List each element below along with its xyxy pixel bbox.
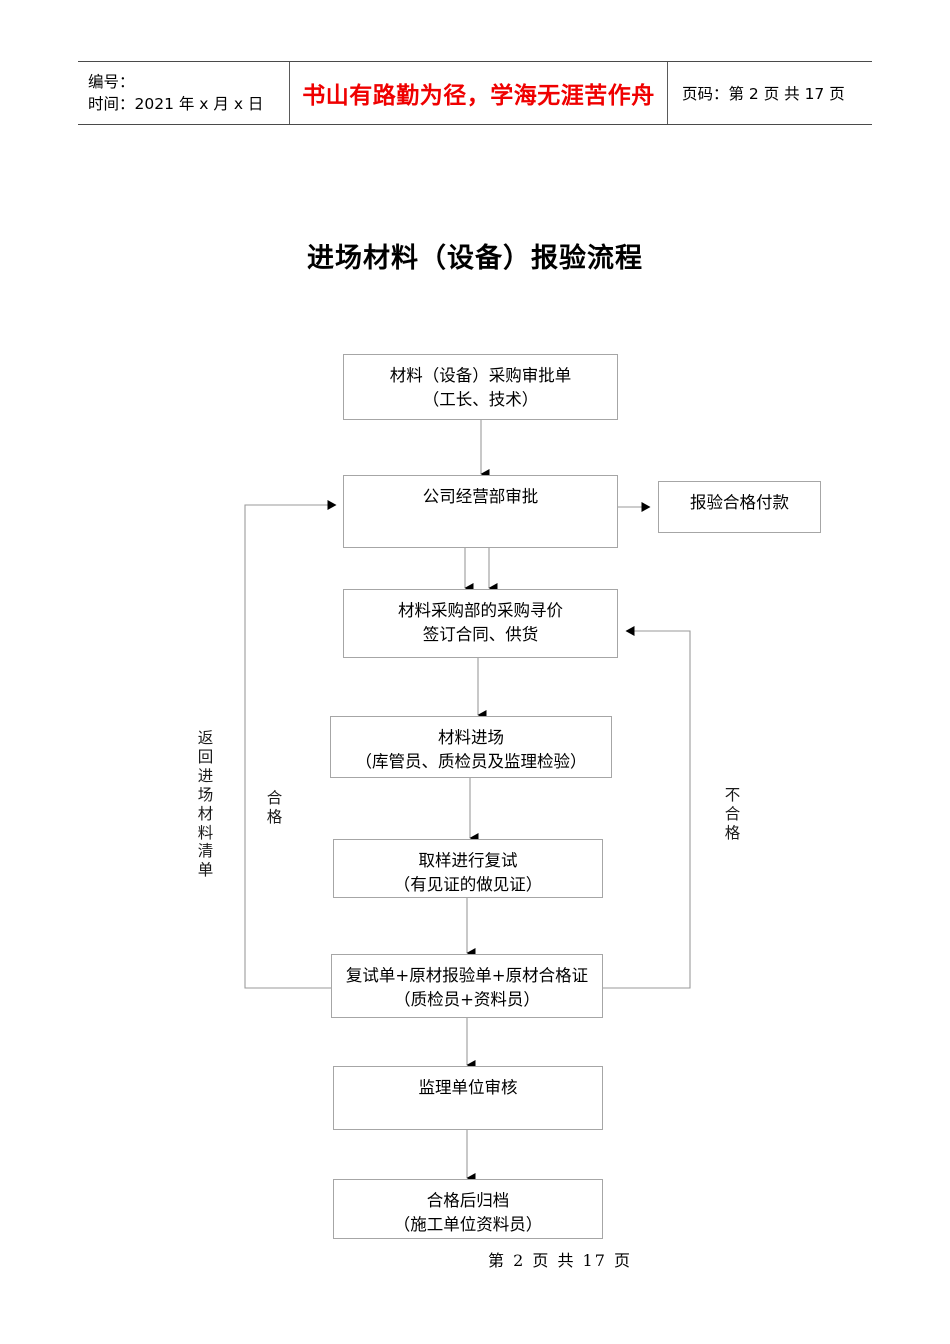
flow-node-material-purchase-approval[interactable]: 材料（设备）采购审批单 （工长、技术） — [343, 354, 618, 420]
page-title: 进场材料（设备）报验流程 — [307, 243, 643, 274]
header-page-number: 页码：第 2 页 共 17 页 — [682, 85, 845, 103]
vchar: 场 — [197, 785, 215, 804]
vchar: 回 — [197, 747, 215, 766]
vchar: 格 — [724, 823, 742, 842]
vchar: 合 — [266, 789, 284, 807]
flow-node-sampling-retest[interactable]: 取样进行复试 （有见证的做见证） — [333, 839, 603, 898]
vchar: 材 — [197, 804, 215, 823]
flow-node-company-dept-approval[interactable]: 公司经营部审批 — [343, 475, 618, 548]
header-cell-meta: 编号： 时间：2021 年 x 月 x 日 — [78, 62, 290, 124]
edge-label-unqualified: 不 合 格 — [723, 786, 743, 843]
flow-node-archive-after-pass[interactable]: 合格后归档 （施工单位资料员） — [333, 1179, 603, 1239]
vchar: 单 — [197, 861, 215, 880]
page-footer: 第 2 页 共 17 页 — [488, 1251, 632, 1270]
header-motto: 书山有路勤为径，学海无涯苦作舟 — [290, 62, 668, 124]
edge-unqualified-loop-to-n4 — [603, 626, 691, 989]
flow-node-material-arrival[interactable]: 材料进场 （库管员、质检员及监理检验） — [330, 716, 612, 778]
vchar: 不 — [724, 786, 742, 804]
vchar: 返 — [197, 729, 215, 747]
edge-label-qualified: 合 格 — [265, 789, 285, 827]
flow-node-supervision-review[interactable]: 监理单位审核 — [333, 1066, 603, 1130]
flow-node-inspection-payment[interactable]: 报验合格付款 — [658, 481, 821, 533]
flow-node-procurement-contract[interactable]: 材料采购部的采购寻价 签订合同、供货 — [343, 589, 618, 658]
vchar: 格 — [266, 807, 284, 826]
vchar: 进 — [197, 766, 215, 785]
header-number-label: 编号： — [88, 72, 135, 91]
edge-label-return-material-list: 返 回 进 场 材 料 清 单 — [196, 729, 216, 880]
header-row: 编号： 时间：2021 年 x 月 x 日 书山有路勤为径，学海无涯苦作舟 页码… — [78, 62, 872, 124]
vchar: 清 — [197, 842, 215, 861]
vchar: 料 — [197, 823, 215, 842]
flow-node-retest-docs[interactable]: 复试单+原材报验单+原材合格证 （质检员+资料员） — [331, 954, 603, 1018]
edge-qualified-loop-to-n2 — [244, 500, 337, 989]
header-date-label: 时间：2021 年 x 月 x 日 — [88, 95, 264, 113]
page-header-table: 编号： 时间：2021 年 x 月 x 日 书山有路勤为径，学海无涯苦作舟 页码… — [78, 61, 872, 125]
vchar: 合 — [724, 804, 742, 823]
